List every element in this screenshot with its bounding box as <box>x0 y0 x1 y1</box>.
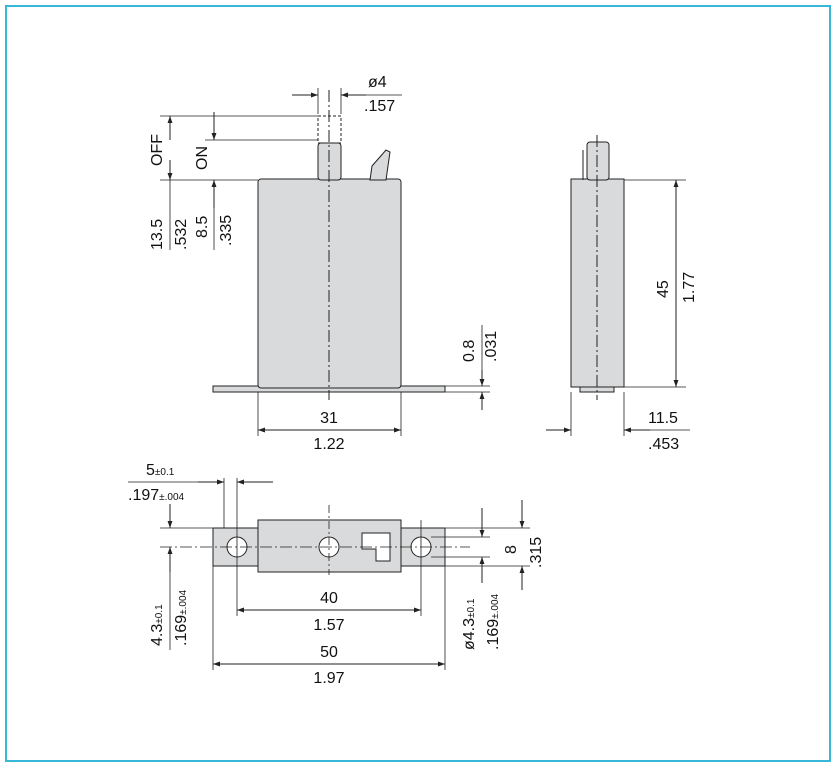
bottom-view <box>128 478 530 670</box>
front-lever <box>369 149 391 181</box>
dim-h1-in: .532 <box>173 219 190 250</box>
dim-bottom-width-in: .315 <box>528 537 545 568</box>
dim-side-height-in: 1.77 <box>681 272 698 303</box>
dim-offset-in-tol: ±.004 <box>159 492 184 503</box>
dim-h2: 8.5 <box>194 216 211 238</box>
dim-side-depth: 11.5 <box>648 410 678 427</box>
dim-offset-in-value: .197 <box>128 487 159 504</box>
front-view <box>160 88 490 436</box>
dim-edge-in-tol: ±.004 <box>178 589 189 614</box>
dim-thk: 0.8 <box>461 340 478 362</box>
dim-dia-in: .157 <box>364 98 395 115</box>
dim-offset: 5±0.1 <box>146 462 175 479</box>
dim-hole-in-value: .169 <box>485 619 502 650</box>
dim-h2-in: .335 <box>218 215 235 246</box>
dim-edge-in-value: .169 <box>173 615 190 646</box>
dim-edge-tol: ±0.1 <box>154 604 165 624</box>
label-on: ON <box>194 146 211 170</box>
dim-side-depth-in: .453 <box>648 436 679 453</box>
dim-pitch: 40 <box>320 590 338 607</box>
dim-thk-in: .031 <box>483 331 500 362</box>
dim-overall-in: 1.97 <box>313 670 344 687</box>
dim-bottom-width: 8 <box>503 545 520 554</box>
dim-dia: ø4 <box>368 74 387 91</box>
outer-frame <box>5 5 831 762</box>
dim-front-width: 31 <box>320 410 338 427</box>
side-plunger <box>586 141 610 181</box>
dim-hole: ø4.3±0.1 <box>461 598 478 650</box>
dim-side-height: 45 <box>655 280 672 298</box>
dim-hole-value: ø4.3 <box>461 618 478 650</box>
dim-offset-tol: ±0.1 <box>155 467 175 478</box>
side-view <box>546 135 690 436</box>
dim-offset-value: 5 <box>146 462 155 479</box>
dim-offset-in: .197±.004 <box>128 487 185 504</box>
dim-edge: 4.3±0.1 <box>149 604 166 646</box>
dim-pitch-in: 1.57 <box>313 617 344 634</box>
dim-hole-in: .169±.004 <box>485 593 502 650</box>
dim-edge-value: 4.3 <box>149 624 166 646</box>
label-off: OFF <box>149 134 166 166</box>
dim-edge-in: .169±.004 <box>173 589 190 646</box>
dim-overall: 50 <box>320 644 338 661</box>
dim-front-width-in: 1.22 <box>313 436 344 453</box>
dim-hole-in-tol: ±.004 <box>490 593 501 618</box>
dim-h1: 13.5 <box>149 219 166 250</box>
dim-hole-tol: ±0.1 <box>466 598 477 618</box>
